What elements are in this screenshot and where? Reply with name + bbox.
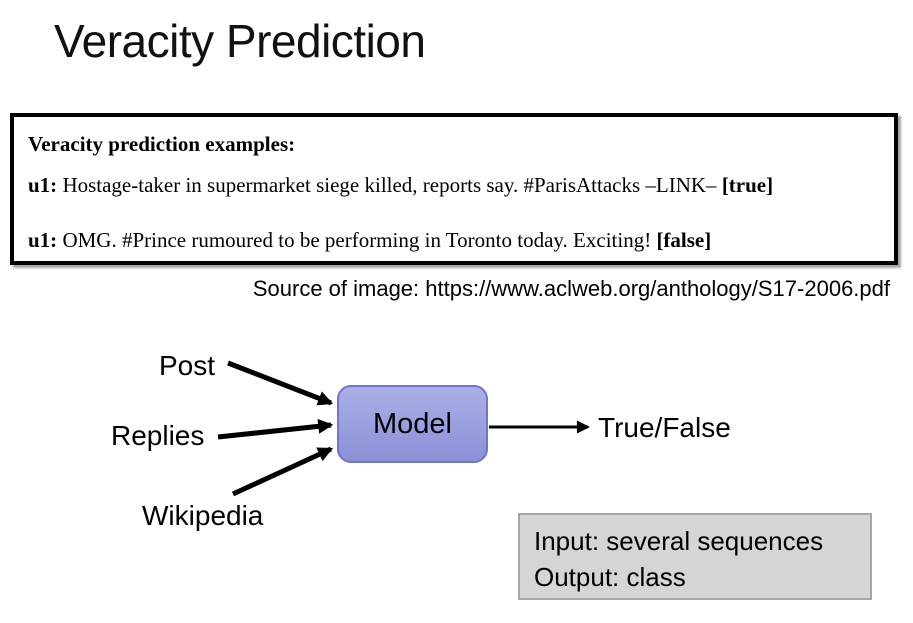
- input-label-wikipedia: Wikipedia: [142, 500, 264, 531]
- examples-box: Veracity prediction examples: u1: Hostag…: [10, 113, 898, 265]
- example-2-text: OMG. #Prince rumoured to be performing i…: [57, 228, 657, 252]
- arrow-replies-to-model: [217, 418, 334, 440]
- example-1-text: Hostage-taker in supermarket siege kille…: [57, 173, 722, 197]
- source-caption: Source of image: https://www.aclweb.org/…: [252, 276, 890, 301]
- slide-title: Veracity Prediction: [54, 15, 426, 67]
- output-label: True/False: [598, 412, 731, 443]
- arrow-wikipedia-to-model: [231, 446, 334, 497]
- input-label-post: Post: [159, 350, 216, 381]
- model-label: Model: [373, 407, 452, 440]
- io-note-output-line: Output: class: [534, 562, 686, 592]
- example-line-1: u1: Hostage-taker in supermarket siege k…: [28, 173, 773, 198]
- arrow-post-to-model: [227, 360, 334, 406]
- example-2-verdict: [false]: [656, 228, 712, 252]
- input-label-replies: Replies: [111, 420, 205, 451]
- example-2-prefix: u1:: [28, 228, 58, 252]
- examples-heading: Veracity prediction examples:: [28, 132, 296, 156]
- io-note-input-line: Input: several sequences: [534, 526, 824, 556]
- example-line-2: u1: OMG. #Prince rumoured to be performi…: [28, 228, 711, 253]
- io-note-box: Input: several sequences Output: class: [518, 513, 872, 600]
- model-box: Model: [337, 385, 488, 463]
- example-1-prefix: u1:: [28, 173, 58, 197]
- example-1-verdict: [true]: [721, 173, 774, 197]
